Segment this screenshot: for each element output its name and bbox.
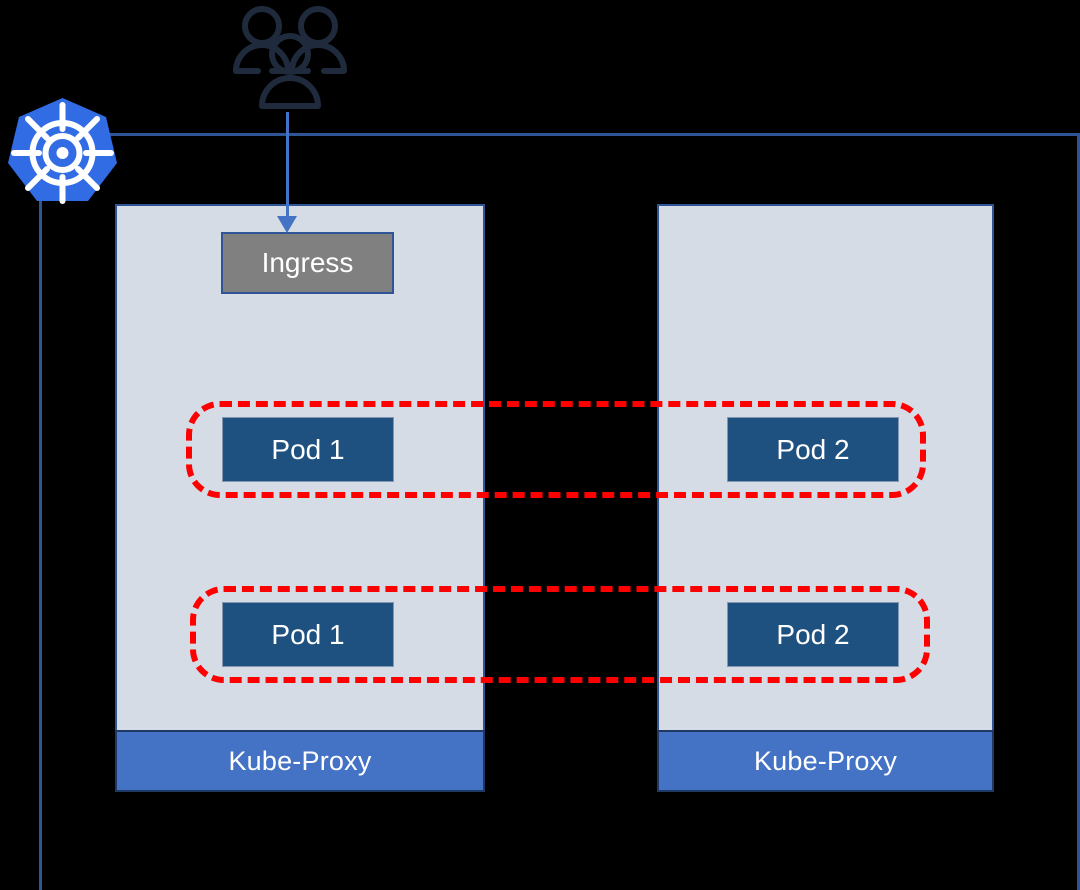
pod-right-row2[interactable]: Pod 2 bbox=[727, 602, 899, 667]
node-left[interactable] bbox=[115, 204, 485, 792]
kubernetes-logo bbox=[5, 95, 120, 213]
pod-right-row1[interactable]: Pod 2 bbox=[727, 417, 899, 482]
pod-label: Pod 2 bbox=[776, 618, 850, 650]
cluster-boundary bbox=[39, 133, 1080, 890]
users-icon bbox=[232, 2, 348, 114]
kube-proxy-label: Kube-Proxy bbox=[228, 745, 372, 776]
pod-label: Pod 2 bbox=[776, 433, 850, 465]
ingress-label: Ingress bbox=[261, 247, 354, 278]
service-group-1-outline bbox=[186, 401, 926, 498]
pod-label: Pod 1 bbox=[271, 618, 345, 650]
node-right[interactable] bbox=[657, 204, 994, 792]
pod-left-row1[interactable]: Pod 1 bbox=[222, 417, 394, 482]
kube-proxy-label: Kube-Proxy bbox=[753, 745, 898, 776]
kube-proxy-left[interactable]: Kube-Proxy bbox=[115, 730, 485, 792]
kube-proxy-right[interactable]: Kube-Proxy bbox=[657, 730, 994, 792]
service-group-2-outline bbox=[190, 586, 930, 683]
traffic-arrow-head bbox=[277, 216, 297, 233]
ingress-box[interactable]: Ingress bbox=[221, 232, 394, 294]
traffic-arrow-line bbox=[286, 112, 289, 220]
pod-left-row2[interactable]: Pod 1 bbox=[222, 602, 394, 667]
pod-label: Pod 1 bbox=[271, 433, 345, 465]
